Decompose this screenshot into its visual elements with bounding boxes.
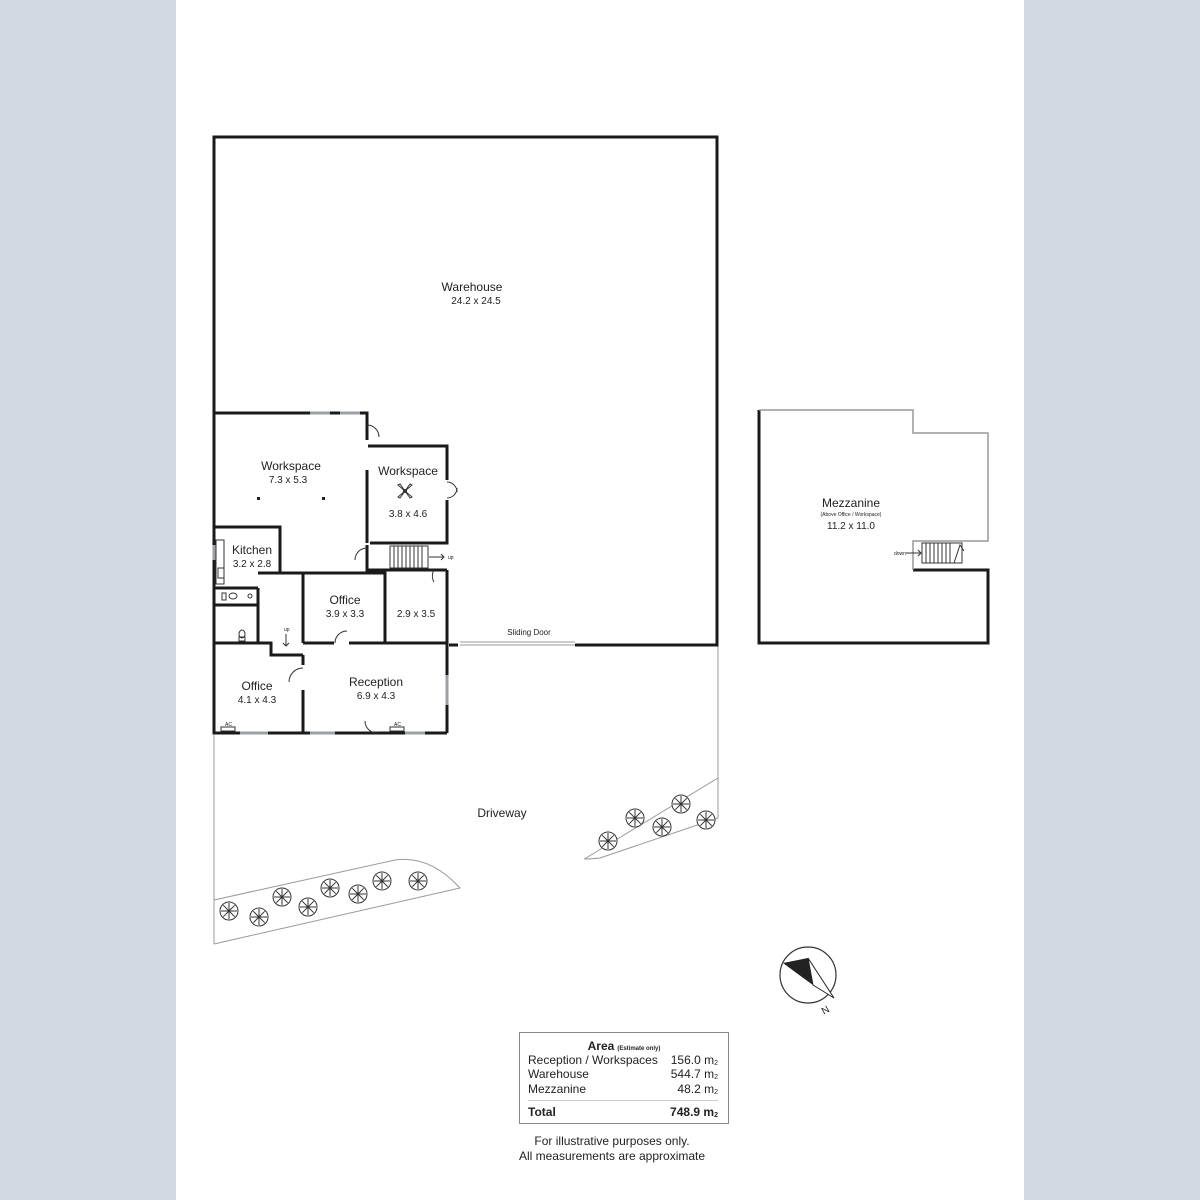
area-row: Reception / Workspaces 156.0 m2	[528, 1053, 718, 1067]
area-row: Mezzanine 48.2 m2	[528, 1082, 718, 1096]
tree-icon	[598, 831, 618, 851]
stairs-up-label: up	[448, 555, 454, 561]
mezzanine-open-edge	[759, 409, 989, 570]
area-unit-sup: 2	[714, 1060, 718, 1067]
warehouse-dims: 24.2 x 24.5	[451, 296, 501, 307]
workspace-small-label: Workspace	[378, 464, 438, 478]
tree-icon	[348, 884, 368, 904]
garden-beds	[213, 777, 719, 945]
mezzanine-down-label: down	[894, 551, 906, 557]
tree-icon	[652, 817, 672, 837]
area-value-number: 156.0	[670, 1053, 701, 1067]
office-center-dims: 3.9 x 3.3	[326, 609, 365, 620]
mezzanine-walls	[757, 410, 990, 645]
area-row-name: Mezzanine	[528, 1082, 587, 1096]
area-title-note: (Estimate only)	[617, 1046, 661, 1052]
area-unit-sup: 2	[714, 1112, 718, 1119]
tree-icon	[249, 907, 269, 927]
area-value-number: 48.2	[677, 1082, 701, 1096]
area-title-text: Area	[587, 1039, 615, 1053]
area-unit: m	[704, 1067, 715, 1081]
stair-room-dims: 2.9 x 3.5	[397, 609, 436, 620]
area-unit: m	[703, 1105, 715, 1119]
area-row-name: Warehouse	[528, 1067, 589, 1081]
area-row-value: 156.0 m2	[671, 1053, 718, 1067]
kitchen-dims: 3.2 x 2.8	[233, 559, 272, 570]
warehouse-label: Warehouse	[442, 280, 503, 294]
sliding-door-label: Sliding Door	[507, 628, 551, 637]
office-center-label: Office	[329, 593, 360, 607]
area-total-name: Total	[528, 1105, 556, 1119]
office-block-walls	[212, 411, 449, 735]
tree-icon	[372, 871, 392, 891]
tree-icon	[625, 808, 645, 828]
warehouse-walls	[212, 135, 719, 647]
north-label: N	[820, 1004, 832, 1017]
mezzanine-label: Mezzanine	[822, 496, 880, 510]
area-row: Warehouse 544.7 m2	[528, 1067, 718, 1081]
area-row-name: Reception / Workspaces	[528, 1053, 658, 1067]
area-value-number: 544.7	[670, 1067, 701, 1081]
doors	[288, 424, 458, 734]
windows	[212, 411, 449, 735]
tree-icon	[408, 871, 428, 891]
disclaimer: For illustrative purposes only. All meas…	[480, 1134, 744, 1164]
area-total-number: 748.9	[670, 1105, 701, 1119]
area-total-row: Total 748.9 m2	[528, 1105, 718, 1119]
area-total-value: 748.9 m2	[670, 1105, 718, 1119]
tree-icon	[671, 794, 691, 814]
area-unit: m	[704, 1053, 715, 1067]
up-arrow-hall	[282, 634, 290, 647]
tree-icon	[696, 810, 716, 830]
tree-icon	[298, 897, 318, 917]
ac-units	[220, 726, 405, 732]
hall-up-label: up	[284, 627, 290, 633]
reception-dims: 6.9 x 4.3	[357, 691, 396, 702]
mezzanine-note: (Above Office / Workspace)	[821, 512, 882, 518]
area-row-value: 544.7 m2	[671, 1067, 718, 1081]
ac-label-reception: AC	[394, 722, 401, 728]
driveway-area	[213, 645, 719, 944]
tree-icon	[219, 901, 239, 921]
area-summary-table: Area(Estimate only) Reception / Workspac…	[519, 1032, 729, 1124]
driveway-label: Driveway	[477, 806, 526, 820]
workspace-main-dims: 7.3 x 5.3	[269, 475, 308, 486]
area-row-value: 48.2 m2	[677, 1082, 718, 1096]
kitchen-label: Kitchen	[232, 543, 272, 557]
disclaimer-line-2: All measurements are approximate	[518, 1149, 706, 1163]
disclaimer-line-1: For illustrative purposes only.	[534, 1134, 690, 1148]
ceiling-fan-icon	[397, 483, 413, 499]
total-divider	[528, 1100, 718, 1101]
stairs-ground	[389, 545, 445, 569]
floorplan-sheet	[176, 0, 1024, 1200]
stairs-mezzanine	[906, 542, 965, 564]
area-unit-sup: 2	[714, 1074, 718, 1081]
north-compass-icon	[779, 946, 837, 1004]
fixtures	[215, 539, 253, 642]
light-points	[257, 497, 325, 500]
mezzanine-dims: 11.2 x 11.0	[827, 521, 875, 532]
ac-label-office: AC	[225, 722, 232, 728]
tree-icon	[272, 887, 292, 907]
area-unit-sup: 2	[714, 1089, 718, 1096]
office-left-label: Office	[241, 679, 272, 693]
trees	[219, 794, 716, 927]
office-left-dims: 4.1 x 4.3	[238, 695, 277, 706]
workspace-main-label: Workspace	[261, 459, 321, 473]
reception-label: Reception	[349, 675, 403, 689]
area-unit: m	[704, 1082, 715, 1096]
area-title: Area(Estimate only)	[520, 1039, 728, 1053]
sliding-door	[460, 641, 575, 646]
tree-icon	[320, 878, 340, 898]
workspace-small-dims: 3.8 x 4.6	[389, 509, 428, 520]
